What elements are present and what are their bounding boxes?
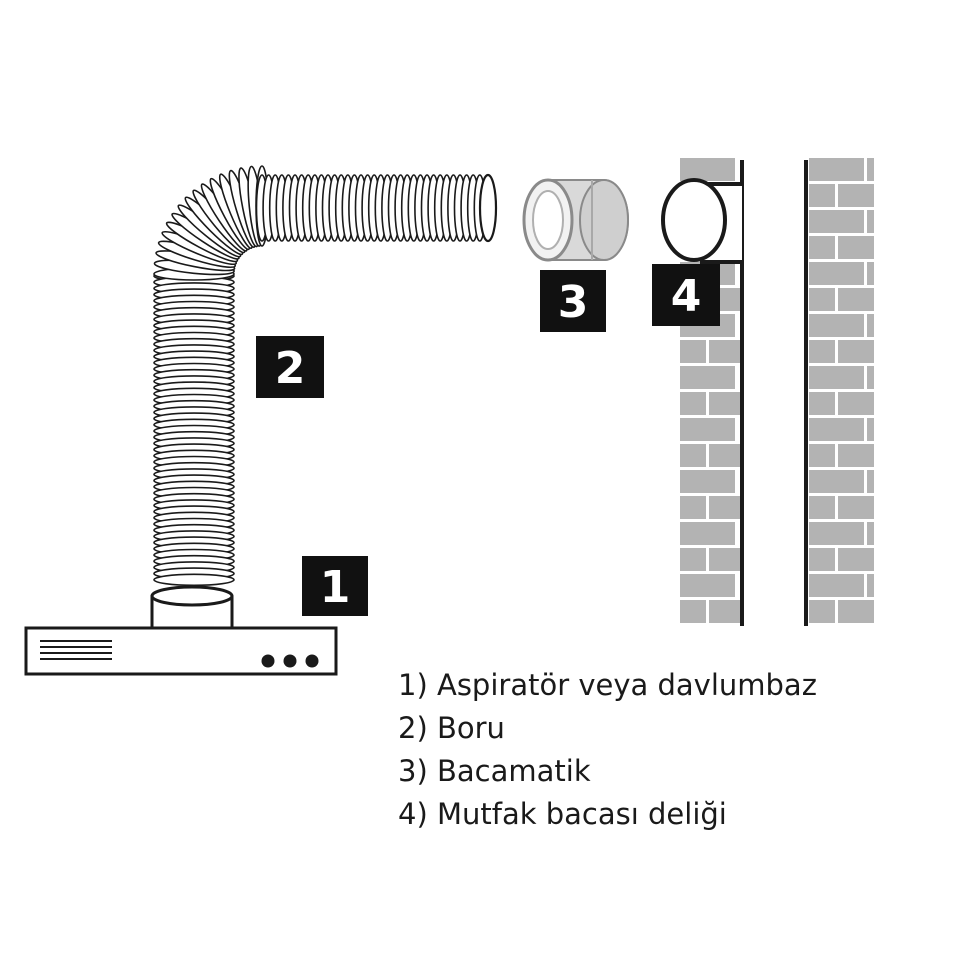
- hood-button-2: [283, 654, 297, 668]
- brick: [680, 574, 735, 597]
- brick: [809, 600, 835, 623]
- brick: [867, 366, 874, 389]
- pipe-horizontal-section: [255, 173, 498, 243]
- flexible-pipe: [153, 165, 498, 587]
- brick: [838, 548, 874, 571]
- brick: [809, 444, 835, 467]
- connector-bacamatik: [522, 178, 629, 262]
- hood-button-1: [261, 654, 275, 668]
- badge-1-label: 1: [320, 562, 351, 613]
- brick: [867, 470, 874, 493]
- brick: [838, 184, 874, 207]
- brick: [709, 444, 740, 467]
- brick: [867, 158, 874, 181]
- hood-vent-grille: [40, 640, 112, 660]
- brick: [680, 496, 706, 519]
- brick: [809, 574, 864, 597]
- connector-rim-right: [579, 179, 629, 261]
- brick: [867, 522, 874, 545]
- brick: [867, 418, 874, 441]
- brick: [838, 496, 874, 519]
- brick: [709, 392, 740, 415]
- brick: [809, 210, 864, 233]
- brick: [709, 340, 740, 363]
- legend-item-pipe: 2) Boru: [398, 711, 505, 745]
- legend-item-hood: 1) Aspiratör veya davlumbaz: [398, 668, 817, 702]
- brick: [838, 392, 874, 415]
- badge-2-label: 2: [275, 343, 306, 394]
- brick: [838, 288, 874, 311]
- brick: [809, 548, 835, 571]
- brick: [838, 600, 874, 623]
- chimney: [661, 158, 874, 626]
- pipe-vertical-section: [153, 269, 235, 587]
- brick: [680, 522, 735, 545]
- brick: [680, 418, 735, 441]
- brick: [709, 600, 740, 623]
- pipe-end-cap: [478, 173, 498, 243]
- pipe-ring: [153, 573, 235, 587]
- brick: [809, 288, 835, 311]
- brick: [809, 262, 864, 285]
- flue-hole-icon: [661, 178, 727, 262]
- brick: [809, 522, 864, 545]
- brick: [809, 184, 835, 207]
- badge-3: 3: [540, 270, 606, 332]
- brick-wall-left: [680, 158, 740, 623]
- legend-list: 1) Aspiratör veya davlumbaz 2) Boru 3) B…: [398, 664, 817, 836]
- brick-wall-right: [809, 158, 874, 623]
- brick: [809, 340, 835, 363]
- brick: [709, 548, 740, 571]
- brick: [680, 340, 706, 363]
- pipe-bend-section: [153, 165, 269, 281]
- brick: [809, 158, 864, 181]
- brick: [809, 314, 864, 337]
- brick: [867, 262, 874, 285]
- brick: [838, 340, 874, 363]
- brick: [809, 470, 864, 493]
- brick: [709, 496, 740, 519]
- flue-hole-frame-top: [700, 160, 744, 186]
- badge-2: 2: [256, 336, 324, 398]
- brick: [809, 496, 835, 519]
- brick: [680, 392, 706, 415]
- brick: [680, 366, 735, 389]
- brick: [809, 236, 835, 259]
- hood-collar-top: [150, 585, 234, 607]
- brick: [680, 600, 706, 623]
- brick: [838, 444, 874, 467]
- brick: [809, 418, 864, 441]
- hood-body: [24, 626, 338, 676]
- brick: [680, 470, 735, 493]
- badge-4: 4: [652, 264, 720, 326]
- badge-1: 1: [302, 556, 368, 616]
- brick: [838, 236, 874, 259]
- brick: [809, 366, 864, 389]
- hood-button-3: [305, 654, 319, 668]
- brick: [867, 574, 874, 597]
- flue-hole-frame-bottom: [700, 260, 744, 300]
- badge-4-label: 4: [671, 271, 702, 322]
- brick: [809, 392, 835, 415]
- hood-control-buttons: [261, 654, 319, 668]
- brick: [680, 158, 735, 181]
- connector-opening: [532, 190, 564, 250]
- brick: [680, 548, 706, 571]
- brick: [680, 444, 706, 467]
- brick: [867, 314, 874, 337]
- badge-3-label: 3: [558, 277, 589, 328]
- brick: [867, 210, 874, 233]
- legend-item-connector: 3) Bacamatik: [398, 754, 591, 788]
- range-hood: [24, 585, 338, 676]
- legend-item-flue-hole: 4) Mutfak bacası deliği: [398, 797, 727, 831]
